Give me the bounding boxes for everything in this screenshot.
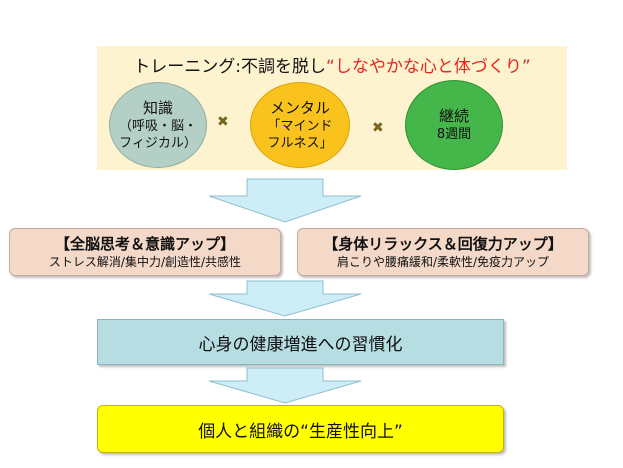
- continuation-circle: 継続 8週間: [405, 80, 503, 170]
- mental-label: メンタル: [269, 98, 330, 117]
- habit-label: 心身の健康増進への習慣化: [198, 334, 403, 355]
- whole-brain-heading: 【全脳思考＆意識アップ】: [54, 234, 235, 253]
- habit-box: 心身の健康増進への習慣化: [97, 319, 504, 365]
- knowledge-sub: （呼吸・脳・ フィジカル）: [118, 118, 197, 151]
- continuation-sub: 8週間: [436, 127, 472, 142]
- result-label: 個人と組織の“生産性向上”: [198, 421, 403, 442]
- whole-brain-sub: ストレス解消/集中力/創造性/共感性: [48, 254, 242, 269]
- continuation-label: 継続: [438, 107, 469, 125]
- mental-sub: 「マインド フルネス」: [267, 118, 333, 151]
- result-box: 個人と組織の“生産性向上”: [97, 405, 504, 453]
- knowledge-circle: 知識 （呼吸・脳・ フィジカル）: [109, 82, 207, 168]
- down-arrow-icon-2: [208, 280, 362, 317]
- title-accent: “しなやかな心と体づくり”: [326, 57, 531, 77]
- title-prefix: トレーニング:不調を脱し: [133, 57, 327, 77]
- down-arrow-icon-1: [208, 178, 362, 223]
- training-title: トレーニング:不調を脱し“しなやかな心と体づくり”: [97, 52, 567, 77]
- body-relax-heading: 【身体リラックス＆回復力アップ】: [323, 234, 563, 253]
- body-relax-box: 【身体リラックス＆回復力アップ】 肩こりや腰痛緩和/柔軟性/免疫力アップ: [297, 228, 589, 276]
- mental-circle: メンタル 「マインド フルネス」: [250, 82, 350, 168]
- times-icon-2: ✖: [372, 120, 384, 136]
- times-icon-1: ✖: [217, 114, 229, 130]
- whole-brain-box: 【全脳思考＆意識アップ】 ストレス解消/集中力/創造性/共感性: [9, 228, 281, 276]
- down-arrow-icon-3: [208, 367, 362, 404]
- body-relax-sub: 肩こりや腰痛緩和/柔軟性/免疫力アップ: [336, 254, 550, 269]
- knowledge-label: 知識: [142, 98, 173, 117]
